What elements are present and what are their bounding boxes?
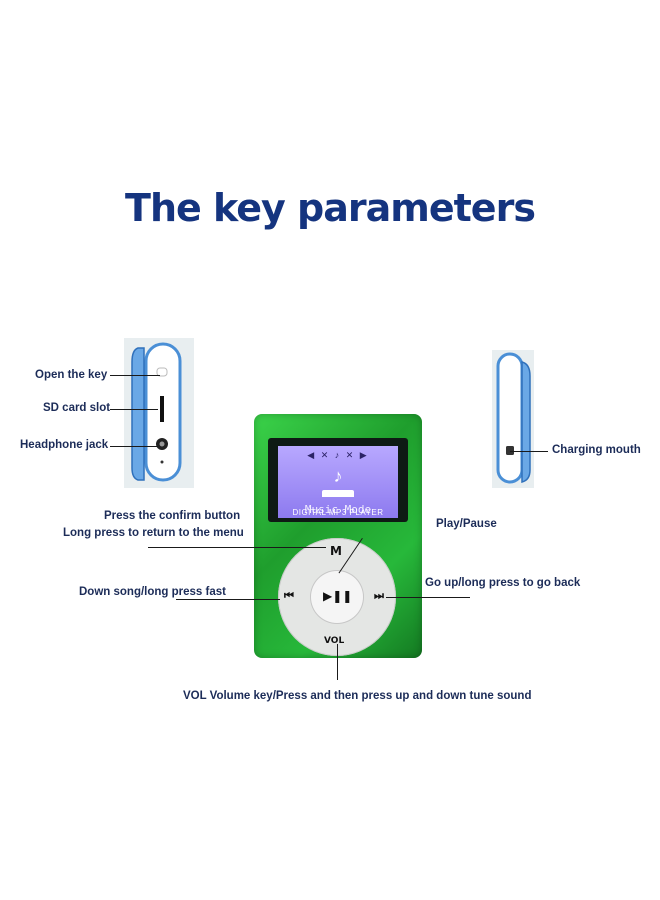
side-view-right	[492, 350, 534, 488]
next-button[interactable]: ⏭	[374, 589, 384, 602]
callout-line-headphone	[110, 446, 158, 447]
play-pause-icon: ▶❚❚	[323, 589, 353, 603]
side-view-left	[124, 338, 194, 488]
label-vol: VOL Volume key/Press and then press up a…	[183, 690, 532, 702]
label-go-up: Go up/long press to go back	[425, 577, 581, 589]
prev-button[interactable]: ⏮	[284, 589, 294, 602]
mp3-player: ◀ ✕ ♪ ✕ ▶ ♪ Music Mode DIGITAL MP3 PLAYE…	[254, 414, 422, 658]
menu-button[interactable]: M	[330, 544, 342, 558]
play-pause-button[interactable]: ▶❚❚	[311, 571, 363, 623]
side-view-right-illustration	[496, 352, 531, 484]
callout-line-menu	[148, 547, 326, 548]
screen-frame: ◀ ✕ ♪ ✕ ▶ ♪ Music Mode	[268, 438, 408, 522]
callout-line-sd-slot	[110, 409, 158, 410]
lcd-screen: ◀ ✕ ♪ ✕ ▶ ♪ Music Mode	[278, 446, 398, 518]
callout-line-down-song	[176, 599, 280, 600]
callout-line-open-key	[110, 375, 160, 376]
label-return-menu: Long press to return to the menu	[63, 527, 244, 539]
callout-line-charging	[510, 451, 548, 452]
callout-line-vol	[337, 644, 338, 680]
screen-icons: ◀ ✕ ♪ ✕ ▶	[307, 450, 369, 460]
music-note-icon: ♪	[333, 466, 343, 486]
label-play-pause: Play/Pause	[436, 518, 497, 530]
label-charging-mouth: Charging mouth	[552, 444, 641, 456]
label-headphone-jack: Headphone jack	[20, 439, 109, 451]
screen-mode-text: Music Mode	[304, 503, 372, 516]
label-open-key: Open the key	[35, 369, 108, 381]
control-wheel[interactable]: M VOL ⏮ ⏭ ▶❚❚	[278, 538, 396, 656]
vol-button[interactable]: VOL	[324, 636, 345, 646]
side-view-left-illustration	[131, 342, 182, 482]
screen-tray-icon	[322, 490, 354, 497]
device-caption: DIGITAL MP3 PLAYER	[292, 508, 384, 517]
label-confirm-button: Press the confirm button	[104, 510, 241, 522]
page-title: The key parameters	[125, 186, 536, 230]
label-down-song: Down song/long press fast	[79, 586, 226, 598]
label-sd-slot: SD card slot	[43, 402, 111, 414]
callout-line-up	[386, 597, 470, 598]
